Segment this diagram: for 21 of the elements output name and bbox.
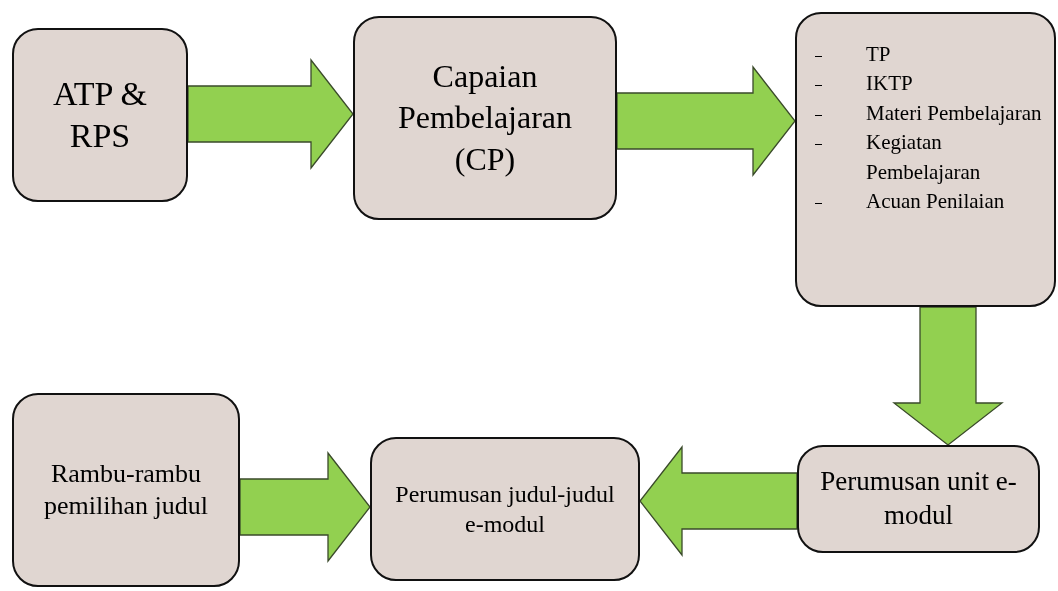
block-arrow bbox=[187, 58, 354, 170]
process-box bbox=[797, 445, 1040, 553]
list-box bbox=[795, 12, 1056, 307]
box-label: Capaian Pembelajaran (CP) bbox=[396, 56, 574, 179]
process-box bbox=[12, 28, 188, 202]
box-label: Perumusan judul-judul e-modul bbox=[394, 480, 616, 539]
list-item: Acuan Penilaian bbox=[866, 187, 1005, 215]
block-arrow bbox=[892, 306, 1004, 446]
list-item: TP bbox=[866, 41, 891, 68]
box-label: Rambu-rambu pemilihan judul bbox=[43, 457, 209, 522]
block-arrow bbox=[239, 451, 371, 563]
block-arrow bbox=[639, 445, 798, 557]
list-item: IKTP bbox=[866, 70, 913, 98]
list-item: Materi Pembelajaran bbox=[866, 99, 1042, 127]
block-arrow bbox=[616, 65, 796, 177]
box-label: Perumusan unit e-modul bbox=[819, 465, 1018, 532]
process-box bbox=[353, 16, 617, 220]
box-label: ATP & RPS bbox=[51, 73, 149, 156]
list-item: Kegiatan Pembelajaran bbox=[866, 129, 982, 186]
process-box bbox=[370, 437, 640, 581]
process-box bbox=[12, 393, 240, 587]
